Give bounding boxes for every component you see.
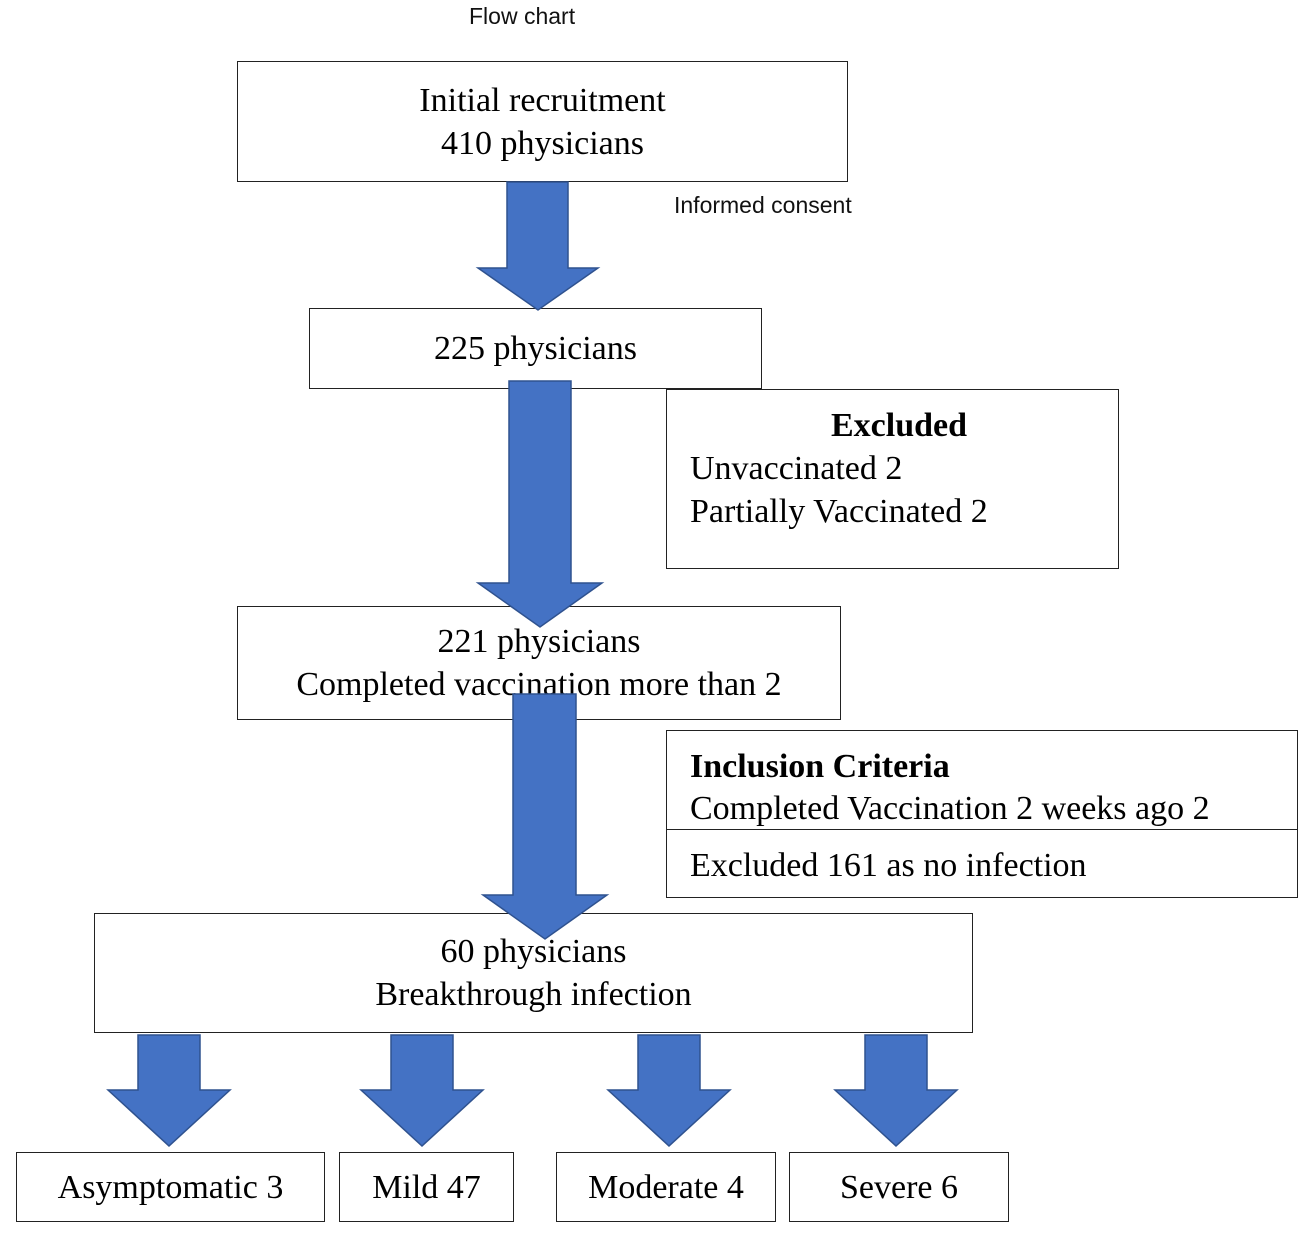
initial-recruitment-box: Initial recruitment 410 physicians [237,61,848,182]
excluded-title: Excluded [831,407,968,444]
consented-physicians-box: 225 physicians [309,308,762,389]
excluded-partially-vaccinated: Partially Vaccinated 2 [690,493,988,530]
outcome-severe-box: Severe 6 [789,1152,1009,1222]
outcome-mild-box: Mild 47 [339,1152,514,1222]
excluded-no-infection: Excluded 161 as no infection [690,847,1087,884]
outcome-severe-label: Severe 6 [839,1168,958,1206]
breakthrough-infection-box: 60 physicians Breakthrough infection [94,913,973,1033]
outcome-asymptomatic-label: Asymptomatic 3 [57,1168,284,1206]
arrow-to-moderate [606,1034,732,1148]
arrow-to-severe [833,1034,959,1148]
arrow-completed-to-breakthrough [480,693,610,940]
informed-consent-label: Informed consent [674,192,852,218]
outcome-mild-label: Mild 47 [372,1168,481,1206]
consented-physicians-count: 225 physicians [433,330,638,367]
breakthrough-infection-label: Breakthrough infection [375,976,692,1013]
inclusion-criteria-title: Inclusion Criteria [690,748,950,785]
arrow-recruitment-to-consented [475,181,601,311]
arrow-to-asymptomatic [106,1034,232,1148]
flow-chart-caption: Flow chart [469,3,576,29]
inclusion-criteria-detail: Completed Vaccination 2 weeks ago 2 [690,790,1210,827]
arrow-to-mild [359,1034,485,1148]
initial-recruitment-label: Initial recruitment [419,81,666,119]
initial-recruitment-count: 410 physicians [440,124,645,162]
outcome-moderate-label: Moderate 4 [588,1168,744,1206]
breakthrough-infection-count: 60 physicians [440,933,627,970]
inclusion-criteria-box: Inclusion Criteria Completed Vaccination… [666,730,1298,898]
outcome-asymptomatic-box: Asymptomatic 3 [16,1152,325,1222]
excluded-box: Excluded Unvaccinated 2 Partially Vaccin… [666,389,1119,569]
inclusion-divider [667,829,1297,830]
excluded-unvaccinated: Unvaccinated 2 [690,450,903,487]
arrow-consented-to-completed [475,380,605,628]
outcome-moderate-box: Moderate 4 [556,1152,776,1222]
completed-vaccination-count: 221 physicians [437,623,641,660]
